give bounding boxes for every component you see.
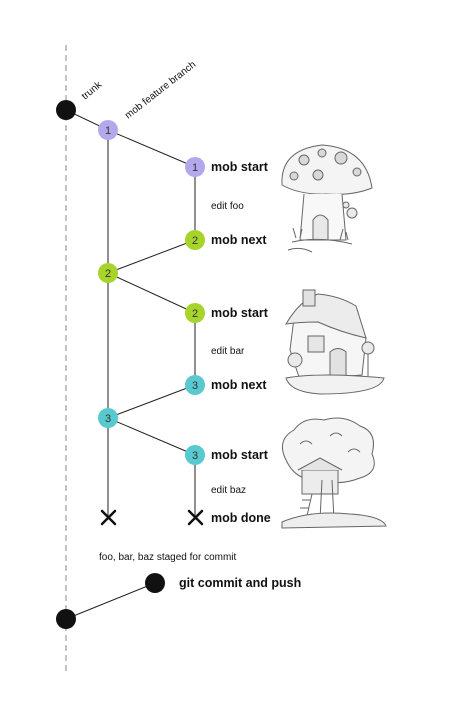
mob-done-label: mob done bbox=[211, 511, 271, 525]
edit-foo-label: edit foo bbox=[211, 201, 244, 212]
mob-start-node-3: 3 bbox=[185, 445, 205, 465]
mob-start-node-1: 1 bbox=[185, 157, 205, 177]
mob-next-node-2: 3 bbox=[185, 375, 205, 395]
candy-house-illustration bbox=[285, 289, 385, 395]
svg-text:2: 2 bbox=[105, 268, 111, 280]
svg-text:3: 3 bbox=[192, 450, 198, 462]
branch-lines bbox=[65, 109, 196, 620]
treehouse-illustration bbox=[281, 417, 387, 529]
edit-baz-label: edit baz bbox=[211, 485, 246, 496]
branch-node-3: 3 bbox=[98, 408, 118, 428]
mob-start-label-2: mob start bbox=[211, 306, 269, 320]
branch-node-1: 1 bbox=[98, 120, 118, 140]
svg-text:2: 2 bbox=[192, 235, 198, 247]
branch-label: mob feature branch bbox=[123, 59, 198, 121]
trunk-label: trunk bbox=[80, 79, 105, 102]
mob-next-label-2: mob next bbox=[211, 378, 267, 392]
mob-start-label-3: mob start bbox=[211, 448, 269, 462]
svg-text:1: 1 bbox=[105, 125, 111, 137]
svg-text:3: 3 bbox=[192, 380, 198, 392]
mob-done-x-icon bbox=[187, 509, 204, 526]
mob-start-label-1: mob start bbox=[211, 160, 269, 174]
branch-end-x-icon bbox=[100, 509, 117, 526]
edit-bar-label: edit bar bbox=[211, 346, 245, 357]
svg-text:3: 3 bbox=[105, 413, 111, 425]
mob-start-node-2: 2 bbox=[185, 303, 205, 323]
commit-label: git commit and push bbox=[179, 576, 301, 590]
trunk-commit-end bbox=[56, 609, 76, 629]
svg-text:1: 1 bbox=[192, 162, 198, 174]
mob-next-node-1: 2 bbox=[185, 230, 205, 250]
trunk-commit-start bbox=[56, 100, 76, 120]
mob-next-label-1: mob next bbox=[211, 233, 267, 247]
staged-label: foo, bar, baz staged for commit bbox=[99, 552, 237, 563]
commit-node bbox=[145, 573, 165, 593]
mushroom-house-illustration bbox=[281, 144, 373, 253]
svg-text:2: 2 bbox=[192, 308, 198, 320]
branch-node-2: 2 bbox=[98, 263, 118, 283]
